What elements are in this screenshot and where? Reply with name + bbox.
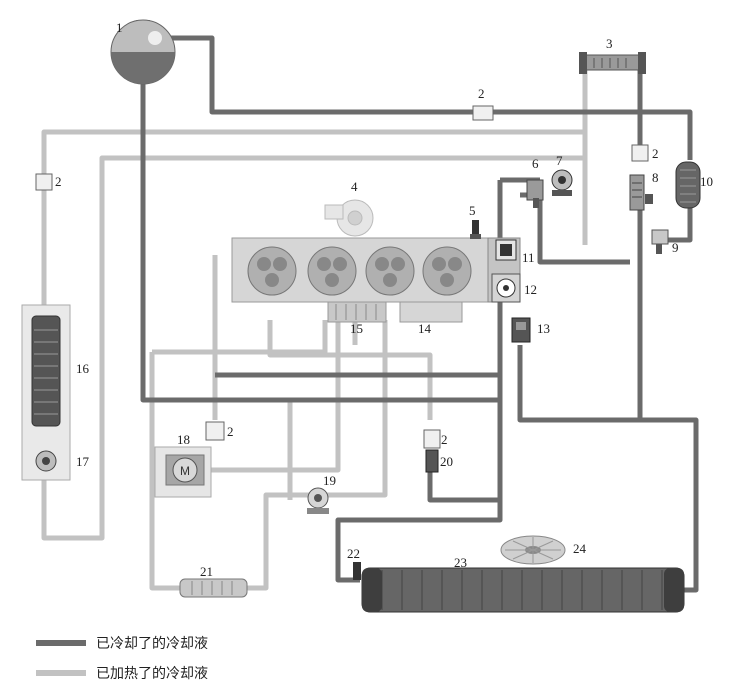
label-2: 2 (227, 424, 234, 439)
label-3: 3 (606, 36, 613, 51)
heated-pipes (41, 62, 588, 591)
check-valves (35, 105, 649, 449)
label-24: 24 (573, 541, 587, 556)
sensor-22-icon (353, 562, 361, 580)
block-part-14 (399, 301, 463, 323)
valve-9-icon (651, 229, 669, 254)
pump-12-icon (491, 273, 521, 303)
expansion-tank-icon (110, 19, 176, 85)
fan-24-icon (500, 535, 566, 565)
label-15: 15 (350, 321, 363, 336)
label-8: 8 (652, 170, 659, 185)
label-5: 5 (469, 203, 476, 218)
switch-valve-11-icon (495, 239, 517, 261)
label-21: 21 (200, 564, 213, 579)
legend-label-heated: 已加热了的冷却液 (96, 666, 208, 682)
cooled-pipes (140, 35, 699, 593)
label-11: 11 (522, 250, 535, 265)
label-12: 12 (524, 282, 537, 297)
legend-item-heated: 已加热了的冷却液 (36, 663, 208, 683)
turbocharger-icon (324, 199, 374, 237)
label-22: 22 (347, 546, 360, 561)
legend-label-cooled: 已冷却了的冷却液 (96, 636, 208, 652)
cylinder-head-part-15 (327, 301, 387, 323)
label-2: 2 (478, 86, 485, 101)
valve-6-icon (526, 179, 544, 208)
label-6: 6 (532, 156, 539, 171)
label-4: 4 (351, 179, 358, 194)
legend-item-cooled: 已冷却了的冷却液 (36, 633, 208, 653)
label-1: 1 (116, 20, 123, 35)
temperature-sensor-icon (470, 220, 481, 239)
label-2: 2 (55, 174, 62, 189)
oil-cooler-icon (579, 52, 646, 74)
heat-exchanger-10-icon (675, 161, 701, 209)
pump-7-icon (551, 169, 573, 196)
radiator-23-icon (361, 567, 685, 613)
cooled-swatch (36, 640, 86, 646)
label-13: 13 (537, 321, 550, 336)
label-23: 23 (454, 555, 467, 570)
label-9: 9 (672, 240, 679, 255)
valve-20-icon (425, 449, 439, 473)
pump-19-icon (307, 487, 329, 514)
heated-swatch (36, 670, 86, 676)
label-16: 16 (76, 361, 90, 376)
electric-pump-18-icon: M (154, 446, 212, 498)
component-number-labels: 1 2 2 2 2 2 3 4 5 6 7 8 9 10 11 12 13 14… (55, 20, 713, 579)
label-2: 2 (652, 146, 659, 161)
label-2: 2 (441, 432, 448, 447)
cooler-21-icon (179, 578, 248, 598)
pump-17-icon (35, 450, 57, 472)
label-14: 14 (418, 321, 432, 336)
label-19: 19 (323, 473, 336, 488)
label-20: 20 (440, 454, 453, 469)
thermostat-8-icon (629, 174, 653, 211)
label-10: 10 (700, 174, 713, 189)
label-18: 18 (177, 432, 190, 447)
valve-13-icon (511, 317, 531, 343)
label-17: 17 (76, 454, 90, 469)
engine-block (231, 237, 521, 303)
label-7: 7 (556, 153, 563, 168)
svg-text:M: M (180, 464, 190, 478)
